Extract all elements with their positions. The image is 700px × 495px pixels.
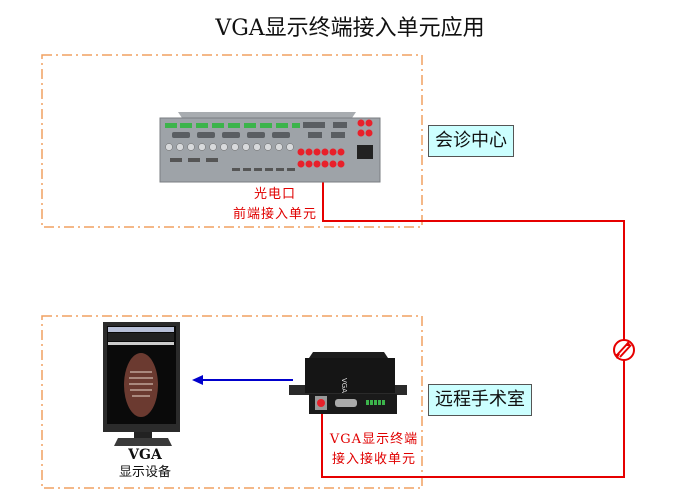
front-unit-label-line1: 光电口 [253, 187, 296, 202]
receiver-unit-label: VGA显示终端 接入接收单元 [326, 430, 422, 470]
receiver-unit-label-line1: VGA显示终端 [329, 432, 419, 447]
front-unit-device-icon [159, 112, 381, 183]
receiver-unit-device-icon: VGA [289, 352, 407, 414]
zone-box-remote-operating-room [41, 315, 423, 489]
zone-label-remote-operating-room: 远程手术室 [428, 384, 532, 416]
fiber-link-icon [613, 339, 635, 361]
front-unit-label: 光电口 前端接入单元 [220, 185, 330, 225]
display-monitor-icon [103, 322, 180, 446]
svg-text:VGA: VGA [340, 378, 348, 393]
zone-label-consultation-center: 会诊中心 [428, 125, 514, 157]
display-label-line1: VGA [128, 447, 162, 463]
diagram-title: VGA显示终端接入单元应用 [215, 16, 485, 41]
zone-box-consultation-center [41, 54, 423, 228]
arrow-head-icon [192, 375, 203, 385]
receiver-unit-label-line2: 接入接收单元 [331, 452, 416, 467]
display-label: VGA 显示设备 [95, 447, 195, 482]
display-label-line2: 显示设备 [118, 465, 171, 480]
front-unit-label-line2: 前端接入单元 [232, 207, 317, 222]
